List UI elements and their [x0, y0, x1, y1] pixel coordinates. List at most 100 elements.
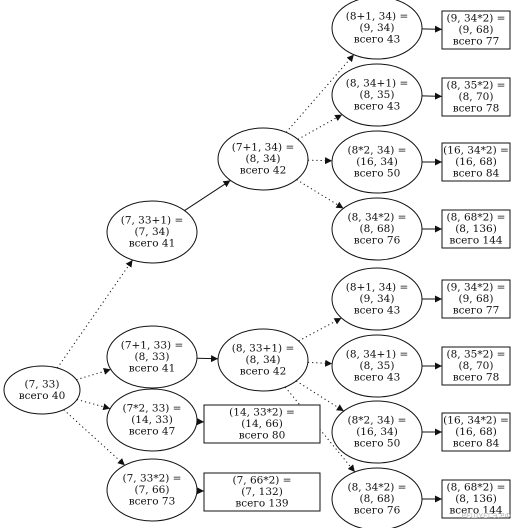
- watermark-text: РЕШУЕГЭ.РФ: [461, 512, 511, 520]
- node-label-line: (7, 132): [241, 486, 283, 498]
- node-label-line: всего 80: [239, 430, 286, 442]
- edge-b1-u3: [295, 380, 345, 412]
- node-label-line: всего 50: [354, 168, 401, 180]
- node-label-line: (8, 70): [459, 360, 494, 372]
- node-label-line: (8, 34*2) =: [348, 482, 407, 494]
- node-label-line: всего 139: [235, 498, 288, 510]
- node-label-line: всего 50: [354, 438, 401, 450]
- node-label-line: всего 43: [354, 101, 401, 113]
- edge-root-d: [63, 409, 126, 466]
- node-label-line: (16, 34*2) =: [443, 145, 509, 157]
- node-label-line: (8, 68): [360, 493, 395, 505]
- node-ellipse: [331, 130, 423, 194]
- edge-root-c: [76, 399, 111, 411]
- node-u3: (8*2, 34) =(16, 34)всего 50: [331, 400, 423, 464]
- node-label-line: всего 41: [129, 363, 176, 375]
- node-u2b: (8, 35*2) =(8, 70)всего 78: [441, 346, 511, 386]
- nodes-layer: (7, 33)всего 40(7, 33+1) =(7, 34)всего 4…: [3, 0, 511, 528]
- node-label-line: (7+1, 34) =: [232, 142, 295, 154]
- node-label-line: (9, 34*2) =: [447, 13, 506, 25]
- node-u3b: (16, 34*2) =(16, 68)всего 84: [441, 412, 511, 452]
- node-label-line: (8, 68*2) =: [447, 212, 506, 224]
- node-ellipse: [106, 325, 198, 389]
- node-b: (7+1, 33) =(8, 33)всего 41: [106, 325, 198, 389]
- node-label-line: (7, 33*2) =: [123, 473, 182, 485]
- node-label-line: всего 42: [240, 366, 287, 378]
- node-label-line: (8, 68*2) =: [447, 482, 506, 494]
- node-label-line: (7*2, 33) =: [123, 403, 182, 415]
- node-box: [441, 209, 511, 249]
- node-box: [441, 479, 511, 519]
- node-label-line: всего 76: [354, 505, 401, 517]
- node-label-line: (8, 34+1) =: [346, 349, 409, 361]
- node-label-line: (14, 33*2) =: [229, 407, 295, 419]
- node-ellipse: [106, 458, 198, 522]
- node-label-line: всего 40: [19, 390, 66, 402]
- edge-a1-t4: [296, 179, 344, 209]
- node-ellipse: [106, 388, 198, 452]
- node-u4b: (8, 68*2) =(8, 136)всего 144: [441, 479, 511, 519]
- edge-a1-t2: [297, 114, 343, 140]
- node-label-line: (8, 35*2) =: [447, 80, 506, 92]
- node-label-line: всего 78: [453, 372, 500, 384]
- node-label-line: (8, 34+1) =: [346, 78, 409, 90]
- node-label-line: (8, 70): [459, 91, 494, 103]
- node-t3b: (16, 34*2) =(16, 68)всего 84: [441, 142, 511, 182]
- node-box: [441, 10, 511, 50]
- node-label-line: (7, 66*2) =: [233, 475, 292, 487]
- node-label-line: (16, 68): [455, 156, 497, 168]
- node-label-line: (9, 68): [459, 24, 494, 36]
- node-box: [441, 77, 511, 117]
- node-label-line: (7, 33): [25, 378, 60, 390]
- node-label-line: всего 43: [354, 34, 401, 46]
- node-label-line: (8, 34*2) =: [348, 212, 407, 224]
- node-label-line: всего 144: [449, 235, 503, 247]
- node-label-line: (7+1, 33) =: [121, 340, 184, 352]
- edge-root-b: [76, 368, 111, 381]
- node-label-line: (14, 33): [131, 414, 173, 426]
- node-t2b: (8, 35*2) =(8, 70)всего 78: [441, 77, 511, 117]
- node-label-line: (16, 34*2) =: [443, 415, 509, 427]
- node-u2: (8, 34+1) =(8, 35)всего 43: [331, 334, 423, 398]
- node-t1b: (9, 34*2) =(9, 68)всего 77: [441, 10, 511, 50]
- node-label-line: (8, 33+1) =: [232, 343, 295, 355]
- node-label-line: всего 77: [453, 305, 500, 317]
- node-label-line: всего 144: [449, 505, 503, 517]
- node-t1: (8+1, 34) =(9, 34)всего 43: [331, 0, 423, 60]
- node-u1: (8+1, 34) =(9, 34)всего 43: [331, 267, 423, 331]
- edge-a1-t3: [307, 157, 333, 165]
- node-label-line: всего 47: [129, 426, 176, 438]
- node-label-line: (8, 34): [246, 354, 281, 366]
- node-ellipse: [217, 127, 309, 191]
- node-label-line: (9, 34*2) =: [447, 282, 506, 294]
- node-label-line: (8, 136): [455, 223, 497, 235]
- node-label-line: всего 73: [129, 496, 176, 508]
- node-label-line: (8, 33): [135, 351, 170, 363]
- node-label-line: всего 43: [354, 372, 401, 384]
- node-label-line: всего 43: [354, 305, 401, 317]
- node-label-line: (8, 68): [360, 223, 395, 235]
- node-label-line: (16, 68): [455, 426, 497, 438]
- node-ellipse: [331, 467, 423, 528]
- edge-b1-u1: [298, 317, 342, 342]
- node-label-line: (7, 34): [135, 226, 170, 238]
- node-ellipse: [331, 197, 423, 261]
- node-label-line: (8*2, 34) =: [348, 145, 407, 157]
- node-label-line: всего 41: [129, 238, 176, 250]
- node-label-line: (14, 66): [241, 418, 283, 430]
- node-d: (7, 33*2) =(7, 66)всего 73: [106, 458, 198, 522]
- node-box: [441, 412, 511, 452]
- node-box: [441, 142, 511, 182]
- edge-root-a: [56, 259, 133, 369]
- node-ellipse: [331, 334, 423, 398]
- node-label-line: всего 76: [354, 235, 401, 247]
- edge-a1-t1: [285, 54, 355, 133]
- node-label-line: (16, 34): [356, 156, 398, 168]
- node-box: [203, 404, 321, 444]
- node-c: (7*2, 33) =(14, 33)всего 47: [106, 388, 198, 452]
- node-label-line: (8+1, 34) =: [346, 282, 409, 294]
- node-u4: (8, 34*2) =(8, 68)всего 76: [331, 467, 423, 528]
- node-label-line: (8, 136): [455, 493, 497, 505]
- node-ellipse: [331, 400, 423, 464]
